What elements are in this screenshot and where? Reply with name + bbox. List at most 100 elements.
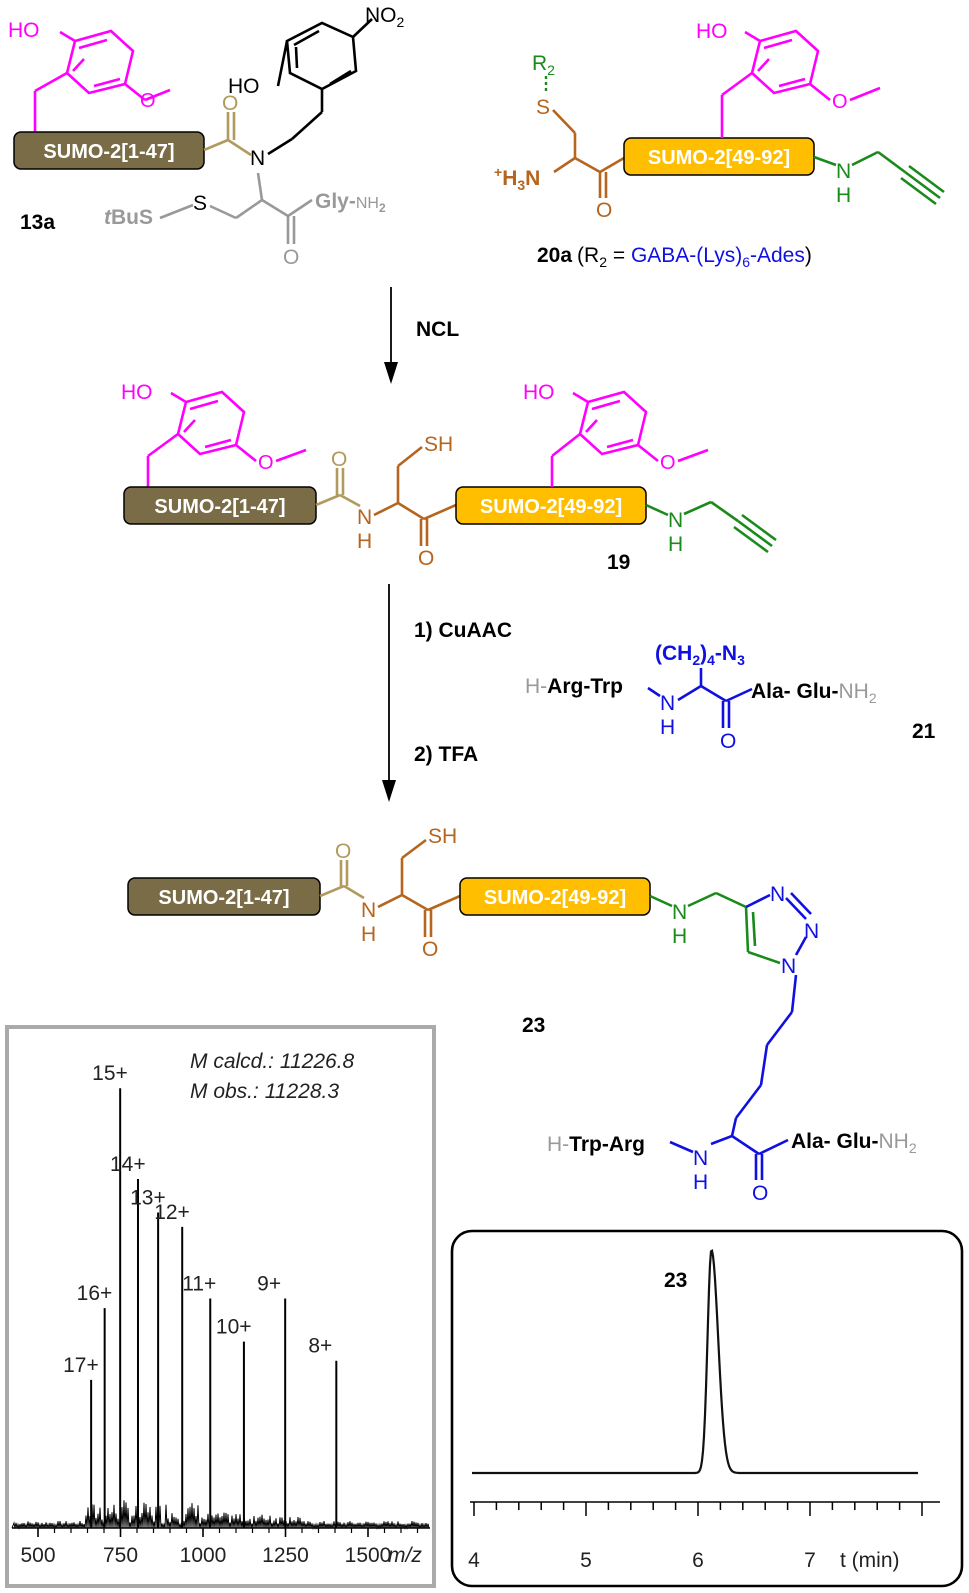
- atom-r2-20a: R2: [532, 52, 555, 78]
- atom-n-21: N: [660, 692, 675, 715]
- methoxyphenol-ring-20a: [720, 29, 881, 138]
- compound-19: HO O SUMO-2[1-47] O N H SH O SUMO-2[49-9…: [121, 381, 777, 574]
- hplc-x-unit: t (min): [840, 1549, 900, 1572]
- atom-o-methoxy-19-c: O: [660, 452, 676, 474]
- peptide-23-sequence: H-Trp-Arg: [547, 1133, 645, 1156]
- hplc-peak-label: 23: [664, 1269, 687, 1292]
- cysteine-backbone-13a: [209, 172, 313, 244]
- atom-o-methoxy-19-n: O: [258, 452, 274, 474]
- sumo-1-47-label-13a: SUMO-2[1-47]: [43, 141, 174, 163]
- nitrophenol-ring-13a: [267, 18, 373, 156]
- ms-tick-label-0: 500: [20, 1544, 55, 1567]
- hplc-panel: 23 4 5 6 7 t (min): [450, 1229, 964, 1588]
- compound-label-21: 21: [912, 720, 936, 743]
- atom-o-carbonyl-23: O: [335, 840, 351, 863]
- step-label-ncl: NCL: [416, 318, 459, 341]
- ms-tick-label-1: 750: [103, 1544, 138, 1567]
- ammonium-20a: +H3N: [494, 164, 540, 193]
- compound-label-23: 23: [522, 1014, 545, 1037]
- ms-peak-label-2: 15+: [92, 1062, 128, 1085]
- ms-peak-label-6: 11+: [182, 1273, 216, 1296]
- atom-n2-triazole: N: [804, 920, 819, 943]
- arrow-cuaac-tfa: [382, 584, 396, 802]
- compound-21: H-Arg-Trp N H O (CH2)4-N3 Ala- Glu-NH2 2…: [525, 642, 936, 753]
- ms-x-unit: m/z: [388, 1544, 422, 1567]
- atom-h-21: H: [660, 716, 675, 739]
- ms-obs: M obs.: 11228.3: [190, 1080, 339, 1103]
- gly-nh2-13a: Gly-NH2: [315, 190, 386, 215]
- atom-n-19-prop: N: [668, 509, 683, 532]
- hplc-x-ticks: 4 5 6 7: [468, 1502, 923, 1572]
- atom-h-19-prop: H: [668, 533, 683, 556]
- amide-carbonyl-23: [319, 860, 365, 900]
- ms-peak-label-1: 16+: [77, 1282, 113, 1305]
- sumo-49-92-box-20a: [623, 137, 815, 176]
- sumo-1-47-box-23: [127, 877, 321, 916]
- atom-s-13a: S: [193, 192, 207, 215]
- ms-tick-label-4: 1500: [345, 1544, 392, 1567]
- propargylamine-20a: [813, 150, 945, 206]
- sumo-49-92-label-19: SUMO-2[49-92]: [480, 496, 622, 518]
- atom-o-20a: O: [596, 199, 612, 222]
- atom-h-19: H: [357, 530, 372, 553]
- compound-13a: HO O SUMO-2[1-47] O N HO NO2: [8, 4, 405, 269]
- step-label-cuaac: 1) CuAAC: [414, 619, 512, 642]
- atom-ho-19-n: HO: [121, 381, 153, 404]
- ms-tick-label-3: 1250: [262, 1544, 309, 1567]
- triazole-linker-23: [649, 891, 781, 965]
- atom-ho-nitrophenol-13a: HO: [228, 75, 260, 98]
- nitro-group-13a: NO2: [365, 4, 405, 30]
- atom-o-19: O: [418, 547, 434, 570]
- ms-peak-label-3: 14+: [110, 1153, 146, 1176]
- atom-n-23-linker: N: [672, 901, 687, 924]
- atom-ho-13a: HO: [8, 19, 40, 42]
- propargylamine-19: [645, 500, 777, 554]
- atom-h-23-linker: H: [672, 925, 687, 948]
- compound-20a: R2 S O +H3N SUMO-2[49-92] HO O: [494, 20, 945, 270]
- compound-label-13a: 13a: [20, 211, 55, 234]
- tbu-s-bond-13a: [159, 203, 194, 220]
- compound-label-20a: 20a(R2 = GABA-(Lys)6-Ades): [537, 244, 812, 270]
- amide-carbonyl-13a: [203, 112, 252, 157]
- atom-ho-20a: HO: [696, 20, 728, 43]
- atom-n-13a: N: [250, 147, 265, 170]
- atom-o-methoxy-20a: O: [832, 91, 848, 113]
- cysteine-backbone-19: [373, 445, 457, 546]
- ms-peaks: 17+16+15+14+13+12+11+10+9+8+: [63, 1062, 338, 1528]
- amide-carbonyl-19: [315, 468, 361, 508]
- ms-tick-label-2: 1000: [180, 1544, 227, 1567]
- atom-h-23: H: [361, 923, 376, 946]
- atom-ho-19-c: HO: [523, 381, 555, 404]
- hplc-panel-frame: [450, 1229, 964, 1588]
- atom-o-23-lys: O: [752, 1182, 768, 1205]
- sumo-49-92-label-23: SUMO-2[49-92]: [484, 887, 626, 909]
- atom-h-20a: H: [836, 184, 851, 207]
- methoxyphenol-ring-13a: [33, 29, 171, 132]
- atom-n-23-lys: N: [693, 1147, 708, 1170]
- atom-n-19: N: [357, 506, 372, 529]
- compound-label-19: 19: [607, 551, 630, 574]
- atom-o-cys-13a: O: [283, 246, 299, 269]
- hplc-tick-label-1: 5: [580, 1549, 592, 1572]
- hplc-tick-label-0: 4: [468, 1549, 480, 1572]
- hplc-tick-label-2: 6: [692, 1549, 704, 1572]
- ms-peak-label-5: 12+: [154, 1201, 190, 1224]
- peptide-21-sequence: H-Arg-Trp: [525, 675, 623, 698]
- ms-peak-label-0: 17+: [63, 1354, 99, 1377]
- sumo-1-47-box-19: [123, 486, 317, 525]
- atom-n-20a: N: [836, 160, 851, 183]
- ms-panel-frame: [5, 1025, 436, 1588]
- atom-s-20a: S: [536, 96, 550, 119]
- arrow-ncl: [384, 287, 398, 384]
- sumo-1-47-label-23: SUMO-2[1-47]: [158, 887, 289, 909]
- ms-calcd: M calcd.: 11226.8: [190, 1050, 355, 1073]
- step-label-tfa: 2) TFA: [414, 743, 478, 766]
- hplc-tick-label-3: 7: [804, 1549, 816, 1572]
- methoxyphenol-ring-19-c: [550, 390, 709, 487]
- cysteine-backbone-20a: [552, 109, 625, 198]
- atom-h-23-lys: H: [693, 1171, 708, 1194]
- cysteine-backbone-23: [377, 838, 461, 937]
- triazole-ring-23: [669, 892, 812, 1180]
- atom-n1-triazole: N: [770, 883, 785, 906]
